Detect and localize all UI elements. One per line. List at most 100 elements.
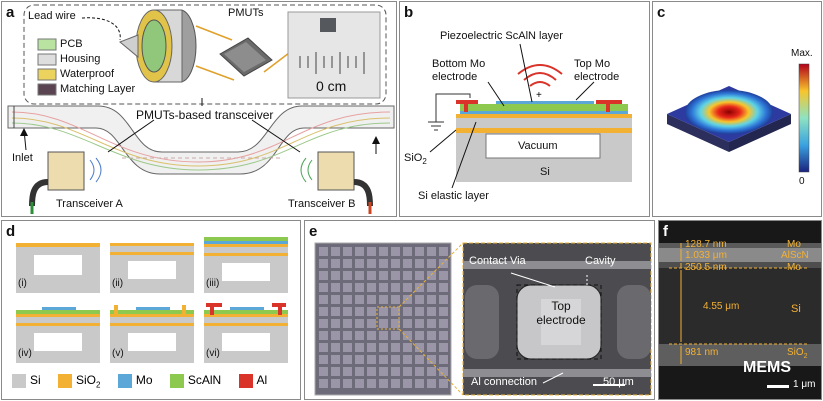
- flow-streamlines: [11, 111, 391, 171]
- panel-a-label: a: [6, 4, 15, 21]
- pmut-cell: [427, 343, 436, 352]
- legend-housing-swatch: [37, 53, 57, 66]
- step-label-iii: (iii): [206, 278, 220, 289]
- pmut-cell: [319, 247, 328, 256]
- inlet-label: Inlet: [12, 152, 33, 164]
- legend-sio2-swatch: [58, 373, 73, 388]
- pmut-cell: [439, 379, 448, 388]
- pmut-cell: [403, 271, 412, 280]
- meas-mo-top: 128.7 nm: [685, 239, 727, 250]
- scale-bar-label: 50 μm: [603, 376, 634, 388]
- panel-b-label: b: [404, 4, 414, 21]
- legend-scaln-swatch: [169, 373, 184, 388]
- legend-al: Al: [238, 373, 267, 388]
- watermark: MEMS: [743, 359, 791, 376]
- pmut-cell: [355, 343, 364, 352]
- ruler-label: 0 cm: [316, 78, 347, 94]
- pmut-cell: [355, 319, 364, 328]
- layer-mo-top-label: Mo: [787, 239, 801, 250]
- pmut-cell: [391, 379, 400, 388]
- panel-e-microscope: [314, 242, 652, 396]
- step-i: [16, 243, 100, 293]
- step-iv: [16, 307, 100, 363]
- pmut-cell: [403, 283, 412, 292]
- pmut-cell: [379, 271, 388, 280]
- pmut-cell: [319, 307, 328, 316]
- pmut-cell: [331, 259, 340, 268]
- pmut-cell: [439, 283, 448, 292]
- pmut-cell: [403, 319, 412, 328]
- pmut-cell: [367, 331, 376, 340]
- panel-c-field-plot: [667, 63, 810, 173]
- legend-sio2: SiO2: [58, 373, 100, 389]
- pmut-cell: [439, 343, 448, 352]
- pmut-cell: [439, 355, 448, 364]
- colorbar-min: 0: [799, 176, 805, 187]
- pmut-cell: [343, 247, 352, 256]
- lead-wire-tip: [119, 34, 139, 59]
- pmut-cell: [343, 271, 352, 280]
- pmut-cell: [355, 355, 364, 364]
- pmut-cell: [331, 319, 340, 328]
- pmut-cell: [367, 367, 376, 376]
- pmut-cell: [331, 271, 340, 280]
- process-legend: Si SiO2 Mo ScAlN Al: [12, 373, 267, 389]
- layer-mo-bottom-label: Mo: [787, 262, 801, 273]
- step-ii: [110, 243, 194, 293]
- pmut-cell: [391, 355, 400, 364]
- pmut-cell: [391, 343, 400, 352]
- legend-waterproof-label: Waterproof: [60, 68, 115, 80]
- cavity-label: Cavity: [585, 255, 616, 267]
- pmut-cell: [367, 379, 376, 388]
- pmut-cell: [403, 307, 412, 316]
- pmut-cell: [379, 367, 388, 376]
- plate-side-left: [667, 114, 729, 152]
- pmut-cell: [415, 367, 424, 376]
- pmut-cell: [427, 331, 436, 340]
- panel-c-label: c: [657, 4, 666, 21]
- legend-scaln: ScAlN: [169, 373, 221, 388]
- pmut-cell: [331, 283, 340, 292]
- pmut-cell: [391, 283, 400, 292]
- hot-spot: [685, 90, 773, 134]
- pmut-cell: [343, 307, 352, 316]
- pmut-cell: [415, 319, 424, 328]
- pmut-cell: [319, 319, 328, 328]
- pmut-cell: [355, 271, 364, 280]
- step-label-iv: (iv): [18, 348, 32, 359]
- pmut-cell: [319, 271, 328, 280]
- pmut-cell: [355, 283, 364, 292]
- mo-bottom-layer: [659, 262, 821, 268]
- pmut-cell: [427, 259, 436, 268]
- panel-e: e Contact Via Cavity Top electrode Al co…: [304, 220, 655, 400]
- pmut-cell: [367, 343, 376, 352]
- pmut-cell: [319, 367, 328, 376]
- contact-via-label: Contact Via: [469, 255, 526, 267]
- pmut-cell: [343, 295, 352, 304]
- panel-d: d: [1, 220, 301, 400]
- pmut-cell: [319, 331, 328, 340]
- meas-si: 4.55 μm: [703, 301, 740, 312]
- pmut-cell: [439, 247, 448, 256]
- pmut-cell: [391, 307, 400, 316]
- pmut-cell: [379, 295, 388, 304]
- al-connection-label: Al connection: [471, 376, 538, 388]
- legend-mo: Mo: [117, 373, 153, 388]
- si-elastic: [456, 118, 632, 128]
- si-elastic-label: Si elastic layer: [418, 190, 489, 202]
- pmut-cell: [415, 283, 424, 292]
- step-label-vi: (vi): [206, 348, 220, 359]
- pmut-cell: [367, 283, 376, 292]
- pmut-cell: [391, 331, 400, 340]
- step-iii: [204, 237, 288, 293]
- pmut-cell: [427, 307, 436, 316]
- step-label-i: (i): [18, 278, 27, 289]
- array-cells: [319, 247, 448, 388]
- pmut-cell: [439, 271, 448, 280]
- sio2-label: SiO2: [404, 152, 427, 167]
- pmut-cell: [367, 271, 376, 280]
- pmut-cell: [343, 367, 352, 376]
- pmut-cell: [331, 307, 340, 316]
- legend-si: Si: [12, 373, 41, 388]
- pmut-cell: [319, 343, 328, 352]
